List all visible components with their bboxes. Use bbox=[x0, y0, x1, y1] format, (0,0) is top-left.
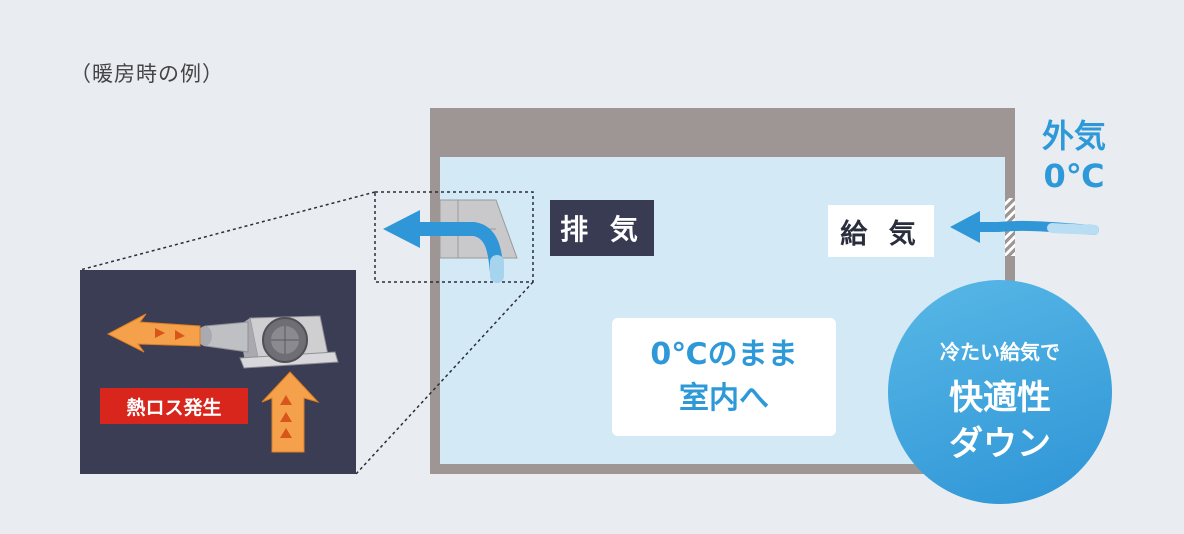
zoom-line-top bbox=[79, 191, 376, 271]
indoor-air-box: 0℃のまま 室内へ bbox=[612, 318, 836, 436]
exhaust-label: 排 気 bbox=[550, 200, 654, 256]
ventilation-fan-unit bbox=[198, 315, 339, 369]
outside-air-temp: 0℃ bbox=[1043, 157, 1105, 195]
fan-detail-panel bbox=[80, 270, 356, 474]
indoor-line-2: 室内へ bbox=[679, 381, 769, 416]
comfort-line-1: 冷たい給気で bbox=[940, 340, 1060, 364]
comfort-line-2: 快適性 bbox=[949, 378, 1051, 418]
exhaust-arrow-head bbox=[383, 210, 420, 248]
caption: （暖房時の例） bbox=[70, 62, 224, 86]
heat-loss-arrow-up bbox=[261, 371, 320, 453]
zoom-box bbox=[374, 191, 534, 283]
comfort-line-3: ダウン bbox=[949, 424, 1051, 464]
supply-arrow-head bbox=[950, 211, 980, 243]
outside-air-text: 外気 bbox=[1041, 117, 1106, 155]
indoor-line-1: 0℃のまま bbox=[650, 337, 798, 372]
heat-loss-label: 熱ロス発生 bbox=[100, 388, 248, 424]
comfort-down-badge: 冷たい給気で 快適性 ダウン bbox=[888, 280, 1112, 504]
outside-air-label: 外気 0℃ bbox=[1020, 116, 1128, 196]
supply-label: 給 気 bbox=[828, 205, 934, 257]
heat-loss-arrow-left bbox=[106, 313, 201, 353]
zoom-line-bottom bbox=[355, 281, 534, 475]
